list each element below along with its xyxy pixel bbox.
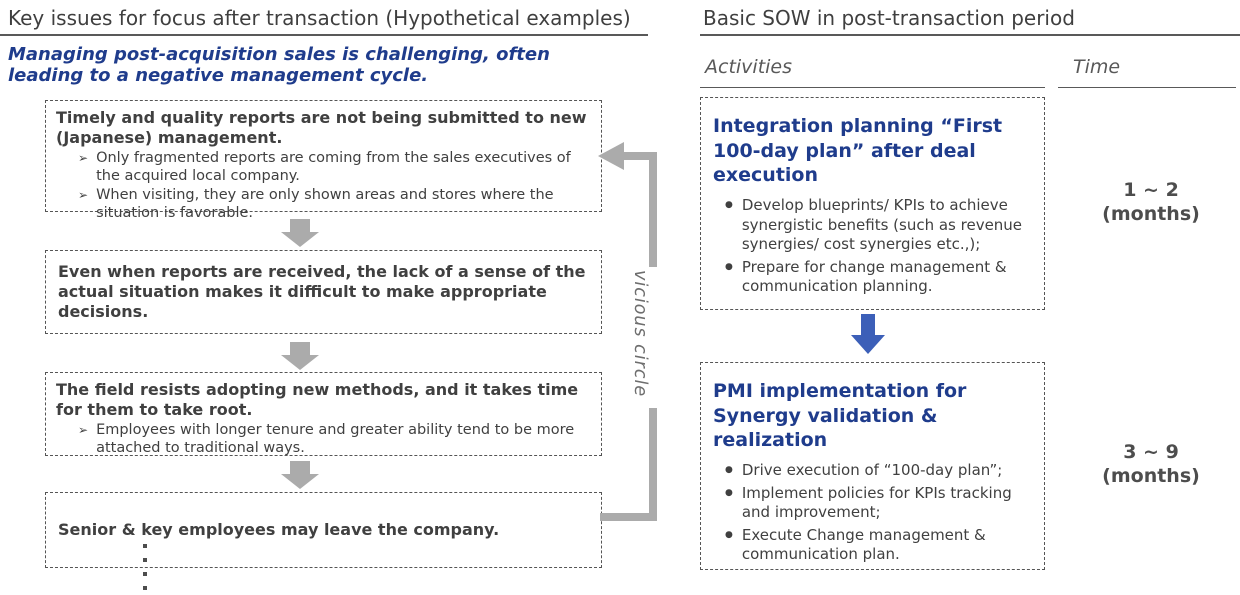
bullet-text: Employees with longer tenure and greater… — [96, 422, 575, 456]
cycle-line-upper — [649, 152, 657, 267]
cycle-line-bottom — [600, 513, 657, 521]
right-section-title: Basic SOW in post-transaction period — [703, 6, 1075, 30]
issue-box-1-bullet: ➢ Only fragmented reports are coming fro… — [56, 150, 591, 185]
activity-box-1-title: Integration planning “First 100-day plan… — [713, 115, 1003, 187]
down-arrow-stem — [290, 461, 310, 474]
issue-box-4-title: Senior & key employees may leave the com… — [58, 520, 500, 539]
round-bullet-icon: ● — [725, 261, 733, 272]
bullet-text: Drive execution of “100-day plan”; — [741, 461, 1003, 480]
cycle-arrowhead-icon — [598, 142, 624, 170]
time-header-rule — [1058, 87, 1236, 88]
bullet-text: Only fragmented reports are coming from … — [96, 150, 571, 184]
activity-box-2-bullet: ● Implement policies for KPIs tracking a… — [713, 484, 1032, 523]
cycle-line-lower — [649, 408, 657, 521]
activity-box-1-bullet: ● Prepare for change management & commun… — [713, 258, 1032, 297]
down-arrow-icon — [281, 342, 319, 370]
down-arrow-icon — [281, 461, 319, 489]
down-arrow-stem — [290, 219, 310, 232]
issue-box-3-title: The field resists adopting new methods, … — [56, 380, 579, 419]
blue-arrow-stem — [861, 314, 875, 335]
bullet-text: Implement policies for KPIs tracking and… — [741, 483, 1012, 522]
issue-box-1-bullet: ➢ When visiting, they are only shown are… — [56, 187, 591, 222]
continuation-dots — [143, 544, 147, 595]
issue-box-3: The field resists adopting new methods, … — [45, 372, 602, 456]
time-range-2: 3 ~ 9 (months) — [1066, 441, 1236, 489]
down-arrow-icon — [281, 219, 319, 247]
left-title-rule — [0, 34, 648, 36]
down-arrow-head — [281, 232, 319, 247]
time-range-2-unit: (months) — [1102, 464, 1200, 487]
right-title-rule — [700, 34, 1240, 36]
round-bullet-icon: ● — [725, 200, 733, 211]
activities-header-rule — [700, 87, 1045, 88]
down-arrow-stem — [290, 342, 310, 355]
activity-box-1-bullet: ● Develop blueprints/ KPIs to achieve sy… — [713, 196, 1032, 255]
round-bullet-icon: ● — [725, 487, 733, 498]
bullet-text: Execute Change management & communicatio… — [741, 525, 986, 564]
left-section-title: Key issues for focus after transaction (… — [8, 6, 631, 30]
bullet-text: Prepare for change management & communic… — [741, 257, 1007, 296]
time-column-header: Time — [1073, 56, 1121, 78]
time-range-1-unit: (months) — [1102, 202, 1200, 225]
issue-box-4: Senior & key employees may leave the com… — [45, 492, 602, 568]
activity-box-2-title: PMI implementation for Synergy validatio… — [713, 380, 967, 452]
activity-box-2-bullet: ● Drive execution of “100-day plan”; — [713, 461, 1032, 481]
blue-arrow-head — [851, 335, 885, 354]
arrow-bullet-icon: ➢ — [78, 423, 89, 437]
issue-box-2: Even when reports are received, the lack… — [45, 250, 602, 334]
cycle-line-top — [621, 152, 657, 160]
bullet-text: When visiting, they are only shown areas… — [96, 187, 554, 222]
down-arrow-head — [281, 355, 319, 370]
round-bullet-icon: ● — [725, 529, 733, 540]
round-bullet-icon: ● — [725, 465, 733, 476]
vicious-circle-label: vicious circle — [630, 270, 650, 398]
arrow-bullet-icon: ➢ — [78, 188, 89, 203]
arrow-bullet-icon: ➢ — [78, 151, 89, 165]
issue-box-2-title: Even when reports are received, the lack… — [58, 262, 586, 321]
issue-box-1: Timely and quality reports are not being… — [45, 100, 602, 221]
issue-box-3-bullet: ➢ Employees with longer tenure and great… — [56, 422, 591, 457]
time-range-1: 1 ~ 2 (months) — [1066, 179, 1236, 227]
activity-box-2: PMI implementation for Synergy validatio… — [700, 362, 1045, 570]
blue-down-arrow-icon — [851, 314, 885, 354]
time-range-2-value: 3 ~ 9 — [1123, 441, 1179, 463]
issue-box-1-title: Timely and quality reports are not being… — [56, 108, 587, 147]
down-arrow-head — [281, 474, 319, 489]
activity-box-2-bullet: ● Execute Change management & communicat… — [713, 526, 1032, 565]
time-range-1-value: 1 ~ 2 — [1123, 179, 1179, 201]
activities-column-header: Activities — [705, 56, 793, 78]
bullet-text: Develop blueprints/ KPIs to achieve syne… — [741, 196, 1023, 254]
left-subtitle: Managing post-acquisition sales is chall… — [8, 44, 550, 87]
activity-box-1: Integration planning “First 100-day plan… — [700, 97, 1045, 310]
